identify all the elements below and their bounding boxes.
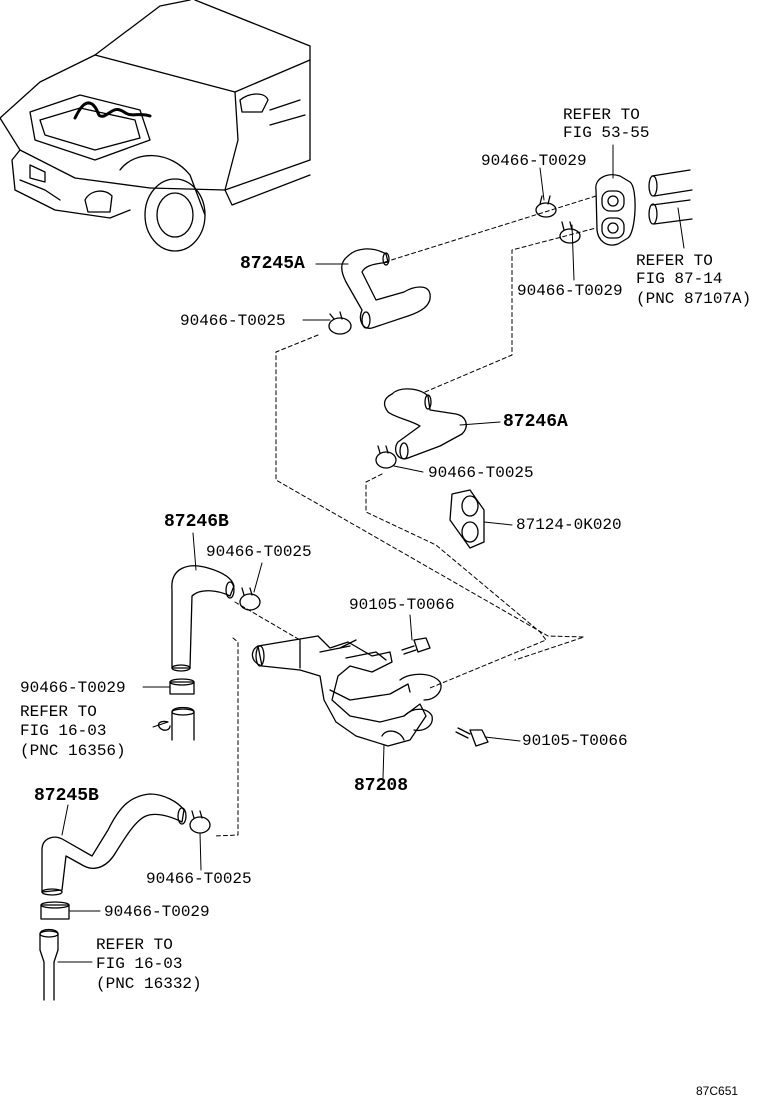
ref-fig1603b-line1: REFER TO: [96, 936, 173, 954]
bolt-lower: [455, 727, 489, 747]
hose-87246b: [171, 565, 235, 672]
heater-core-unit: [595, 174, 636, 246]
ref-fig8714-line3: (PNC 87107A): [636, 290, 752, 308]
clamp-t0025-a-label: 90466-T0025: [180, 312, 286, 330]
clamp-t0029-upper-label: 90466-T0029: [517, 282, 623, 300]
diagram-code: 87C651: [696, 1084, 739, 1098]
bracket-87124: [449, 489, 485, 549]
part-87208-label: 87208: [354, 776, 409, 796]
bolt-upper-label: 90105-T0066: [349, 596, 455, 614]
ref-fig1603b-line3: (PNC 16332): [96, 975, 202, 993]
clamp-icon: [535, 195, 557, 218]
clamp-t0029-top-label: 90466-T0029: [481, 152, 587, 170]
hose-87245a: [341, 248, 431, 329]
bolt-upper: [401, 637, 431, 655]
part-87124-label: 87124-0K020: [516, 516, 622, 534]
clamp-t0029-bottom-label: 90466-T0029: [104, 903, 210, 921]
clamp-t0025-b-label: 90466-T0025: [428, 464, 534, 482]
ref-fig1603a-line1: REFER TO: [20, 703, 97, 721]
clamp-icon: [40, 901, 70, 920]
hose-clamps: [40, 195, 581, 920]
part-87246a-label: 87246A: [503, 412, 568, 432]
part-87245b-label: 87245B: [34, 786, 99, 806]
clamp-icon: [189, 810, 211, 834]
pipe-stub-16332: [39, 928, 59, 1001]
ref-fig1603a-line3: (PNC 16356): [20, 742, 126, 760]
ref-fig1603a-line2: FIG 16-03: [20, 722, 107, 740]
clamp-t0029-mid-label: 90466-T0029: [20, 679, 126, 697]
ref-fig5355-line1: REFER TO: [563, 106, 640, 124]
water-valve-87208: [251, 635, 442, 747]
hose-87246a: [383, 388, 467, 460]
leader-lines: [57, 144, 685, 963]
part-87245a-label: 87245A: [240, 254, 305, 274]
connection-lines: [213, 195, 597, 837]
clamp-icon: [559, 221, 581, 244]
clamp-t0025-d-label: 90466-T0025: [146, 870, 252, 888]
heater-pipes: [648, 169, 693, 225]
pipe-stub-16356: [157, 706, 195, 741]
clamp-icon: [239, 587, 261, 611]
ref-fig5355-line2: FIG 53-55: [563, 124, 650, 142]
vehicle-illustration: [0, 0, 311, 252]
clamp-t0025-c-label: 90466-T0025: [206, 543, 312, 561]
part-87246b-label: 87246B: [164, 512, 229, 532]
bolt-lower-label: 90105-T0066: [522, 732, 628, 750]
ref-fig1603b-line2: FIG 16-03: [96, 955, 183, 973]
clamp-icon: [328, 311, 352, 335]
clamp-icon: [169, 678, 195, 695]
ref-fig8714-line1: REFER TO: [636, 252, 713, 270]
hose-87245b: [41, 793, 187, 896]
ref-fig8714-line2: FIG 87-14: [636, 270, 723, 288]
clamp-icon: [375, 445, 397, 469]
